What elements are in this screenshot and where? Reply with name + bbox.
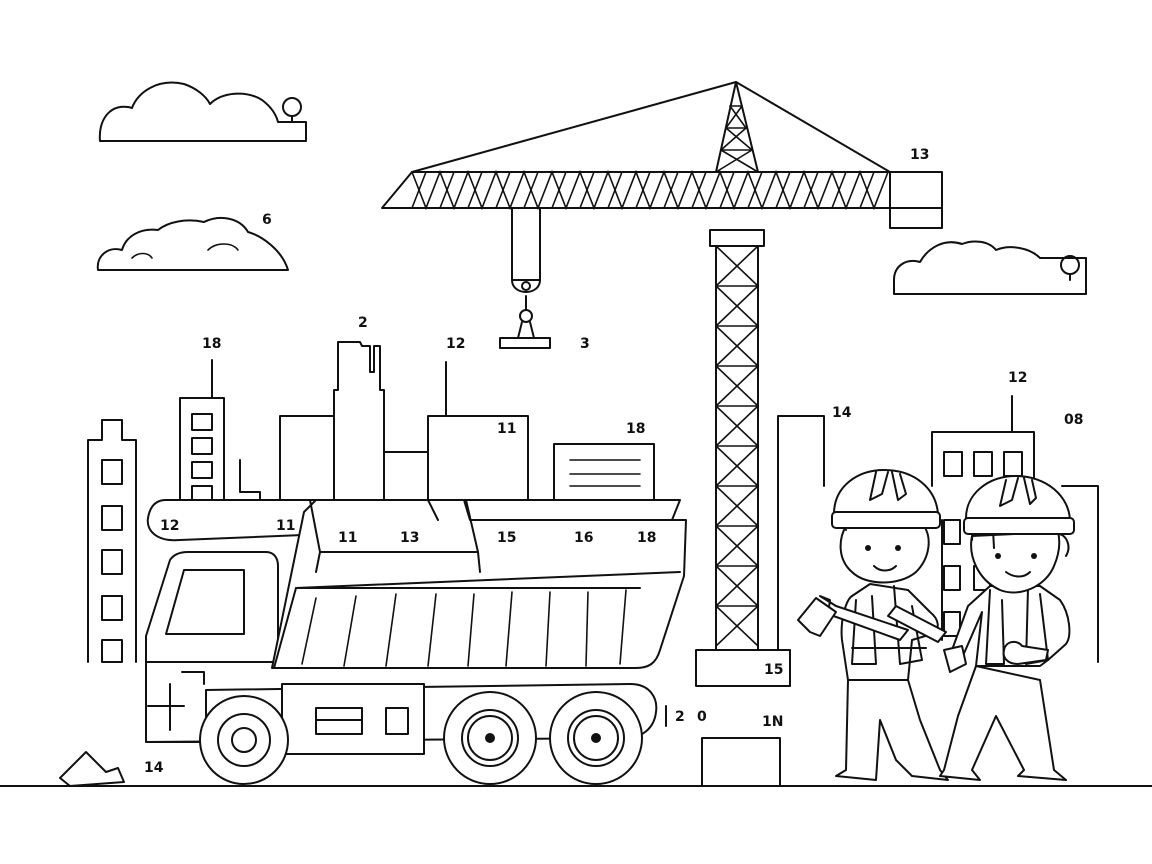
label-crane-tip: 13 xyxy=(910,147,929,163)
label-rock: 14 xyxy=(144,760,164,776)
cloud-right xyxy=(894,242,1086,294)
buildings-center-skyline xyxy=(280,342,654,500)
worker-left xyxy=(798,470,948,780)
label-truck-bed-d: 16 xyxy=(574,530,593,546)
ground-box xyxy=(702,738,780,786)
label-truck-bed-b: 13 xyxy=(400,530,419,546)
label-crane-base: 15 xyxy=(764,662,783,678)
dump-truck xyxy=(146,500,686,784)
label-sign-building: 18 xyxy=(626,421,645,437)
label-building-right-b: 12 xyxy=(1008,370,1027,386)
buildings-right xyxy=(778,396,1098,662)
cloud-middle-left xyxy=(98,218,288,270)
label-tower-left: 18 xyxy=(202,336,221,352)
tower-left-with-antenna xyxy=(180,360,260,520)
label-crane-hook: 3 xyxy=(580,336,590,352)
label-ground-box: 1N xyxy=(762,714,783,730)
label-truck-bed-a: 11 xyxy=(338,530,357,546)
label-cloud: 6 xyxy=(262,212,272,228)
tower-crane xyxy=(382,82,942,686)
label-truck-bed-e: 18 xyxy=(637,530,656,546)
label-building-far-right: 08 xyxy=(1064,412,1083,428)
label-truck-bed-c: 15 xyxy=(497,530,516,546)
label-truck-top-b: 11 xyxy=(276,518,295,534)
label-tower-mid: 12 xyxy=(446,336,465,352)
rock xyxy=(60,752,124,786)
label-building-right-a: 14 xyxy=(832,405,852,421)
label-tower-center: 2 xyxy=(358,315,368,331)
building-far-left xyxy=(88,420,136,662)
label-truck-top-a: 12 xyxy=(160,518,179,534)
cloud-top-left xyxy=(100,83,306,141)
label-building-mid: 11 xyxy=(497,421,516,437)
label-ground-a: 2 xyxy=(675,709,685,725)
worker-right xyxy=(940,476,1074,780)
label-ground-b: 0 xyxy=(697,709,707,725)
